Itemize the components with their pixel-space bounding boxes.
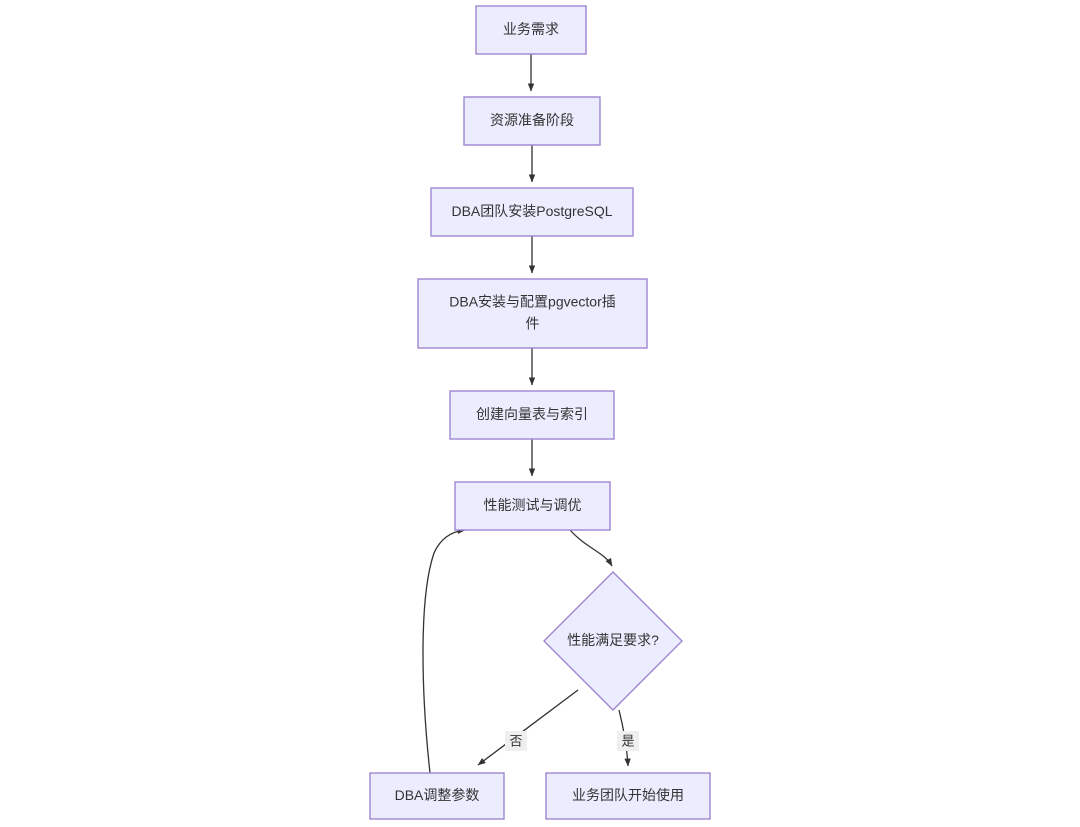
process-node[interactable]: 业务需求 xyxy=(475,5,587,55)
node-shape-rect xyxy=(475,5,587,55)
process-node[interactable]: 业务团队开始使用 xyxy=(545,772,711,820)
node-label: 业务需求 xyxy=(503,21,559,37)
node-shape-rect xyxy=(430,187,634,237)
node-label: DBA团队安装PostgreSQL xyxy=(451,203,612,219)
node-shape-rect xyxy=(545,772,711,820)
node-label: DBA安装与配置pgvector插件 xyxy=(449,293,615,331)
flow-edge xyxy=(569,529,613,567)
flow-edge xyxy=(477,689,579,766)
node-shape-diamond xyxy=(543,571,683,711)
node-label: 性能测试与调优 xyxy=(484,497,582,513)
edge-label-background xyxy=(617,731,639,751)
process-node[interactable]: DBA调整参数 xyxy=(369,772,505,820)
node-label: 性能满足要求? xyxy=(567,632,659,648)
process-node[interactable]: 创建向量表与索引 xyxy=(449,390,615,440)
node-label: 业务团队开始使用 xyxy=(572,787,684,803)
node-shape-rect xyxy=(463,96,601,146)
process-node[interactable]: 性能测试与调优 xyxy=(454,481,611,531)
edge-label-text: 是 xyxy=(621,733,634,748)
edge-label-background xyxy=(505,731,527,751)
node-label: 资源准备阶段 xyxy=(490,112,574,128)
edges-layer xyxy=(422,54,631,774)
edge-labels-layer: 否是 xyxy=(505,731,639,751)
node-shape-rect xyxy=(449,390,615,440)
node-label: 创建向量表与索引 xyxy=(476,406,588,422)
process-node[interactable]: DBA安装与配置pgvector插件 xyxy=(417,278,648,349)
node-shape-rect xyxy=(417,278,648,349)
decision-node[interactable]: 性能满足要求? xyxy=(543,571,683,711)
process-node[interactable]: DBA团队安装PostgreSQL xyxy=(430,187,634,237)
node-shape-rect xyxy=(454,481,611,531)
process-node[interactable]: 资源准备阶段 xyxy=(463,96,601,146)
flow-edge xyxy=(422,527,466,774)
edge-label-text: 否 xyxy=(509,733,522,748)
node-label: DBA调整参数 xyxy=(395,787,480,803)
edge-label: 是 xyxy=(617,731,639,751)
edge-label: 否 xyxy=(505,731,527,751)
node-shape-rect xyxy=(369,772,505,820)
